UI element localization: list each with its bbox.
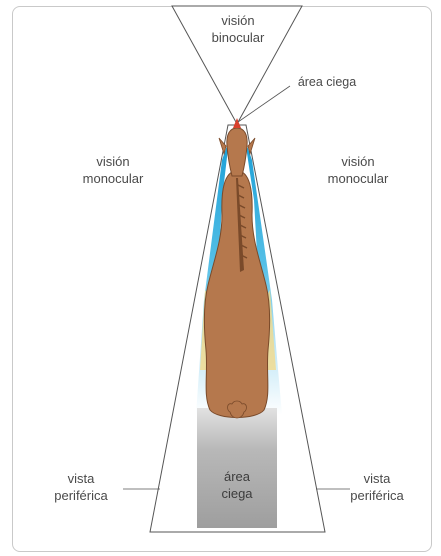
- peripheral-left-line2: periférica: [36, 487, 126, 504]
- front-blind-area-label: área ciega: [282, 74, 372, 91]
- rear-blind-line1: área: [197, 468, 277, 485]
- monocular-right-line2: monocular: [313, 170, 403, 187]
- monocular-left-line2: monocular: [68, 170, 158, 187]
- monocular-left-line1: visión: [68, 153, 158, 170]
- rear-blind-line2: ciega: [197, 485, 277, 502]
- binocular-vision-label: visión binocular: [200, 12, 276, 46]
- front-blind-label-text: área ciega: [282, 74, 372, 91]
- binocular-label-line2: binocular: [200, 29, 276, 46]
- horse-top-view: [204, 128, 269, 418]
- binocular-label-line1: visión: [200, 12, 276, 29]
- peripheral-left-line1: vista: [36, 470, 126, 487]
- monocular-right-line1: visión: [313, 153, 403, 170]
- peripheral-left-label: vista periférica: [36, 470, 126, 504]
- monocular-right-label: visión monocular: [313, 153, 403, 187]
- peripheral-right-label: vista periférica: [332, 470, 422, 504]
- rear-blind-area-label: área ciega: [197, 468, 277, 502]
- peripheral-right-line2: periférica: [332, 487, 422, 504]
- monocular-left-label: visión monocular: [68, 153, 158, 187]
- peripheral-right-line1: vista: [332, 470, 422, 487]
